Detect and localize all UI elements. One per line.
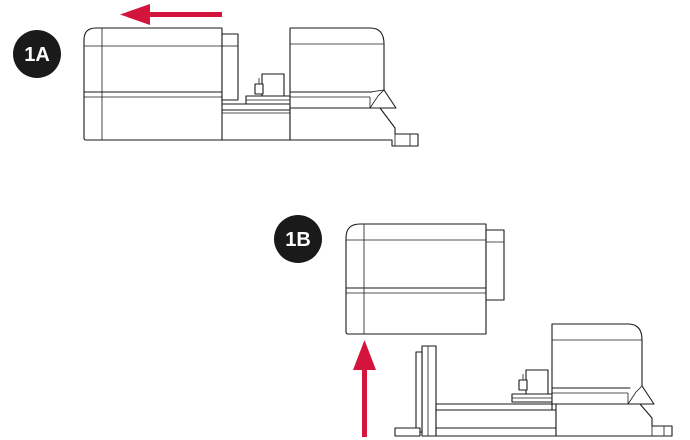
step-1a-badge-circle	[13, 30, 61, 78]
step-1a-arrow-left	[120, 4, 222, 25]
step-1b-badge-circle	[274, 215, 322, 263]
step-1b-arrow-shaft	[362, 365, 367, 437]
step-1b-arrow-up	[353, 340, 376, 437]
step-1b-connector-bracket	[511, 369, 557, 403]
step-1b-right-cover	[551, 323, 655, 405]
step-1a-arrow-shaft	[142, 12, 222, 17]
step-1a-left-cover	[83, 27, 239, 141]
step-1b-lifted-cover	[345, 223, 505, 335]
step-1a-arrow-head	[120, 4, 150, 25]
step-1a-group: 1A	[13, 4, 419, 147]
step-1a-base-plate	[219, 107, 419, 147]
step-1a-badge: 1A	[13, 30, 61, 78]
step-1b-badge: 1B	[274, 215, 322, 263]
step-1b-motor-face-plate	[415, 345, 437, 437]
step-1b-base-plate	[394, 403, 673, 437]
step-1a-label: 1A	[24, 44, 50, 66]
step-1a-right-cover	[289, 27, 397, 109]
step-1b-arrow-head	[353, 340, 376, 370]
step-1b-label: 1B	[285, 229, 311, 251]
step-1b-group: 1B	[274, 215, 673, 437]
